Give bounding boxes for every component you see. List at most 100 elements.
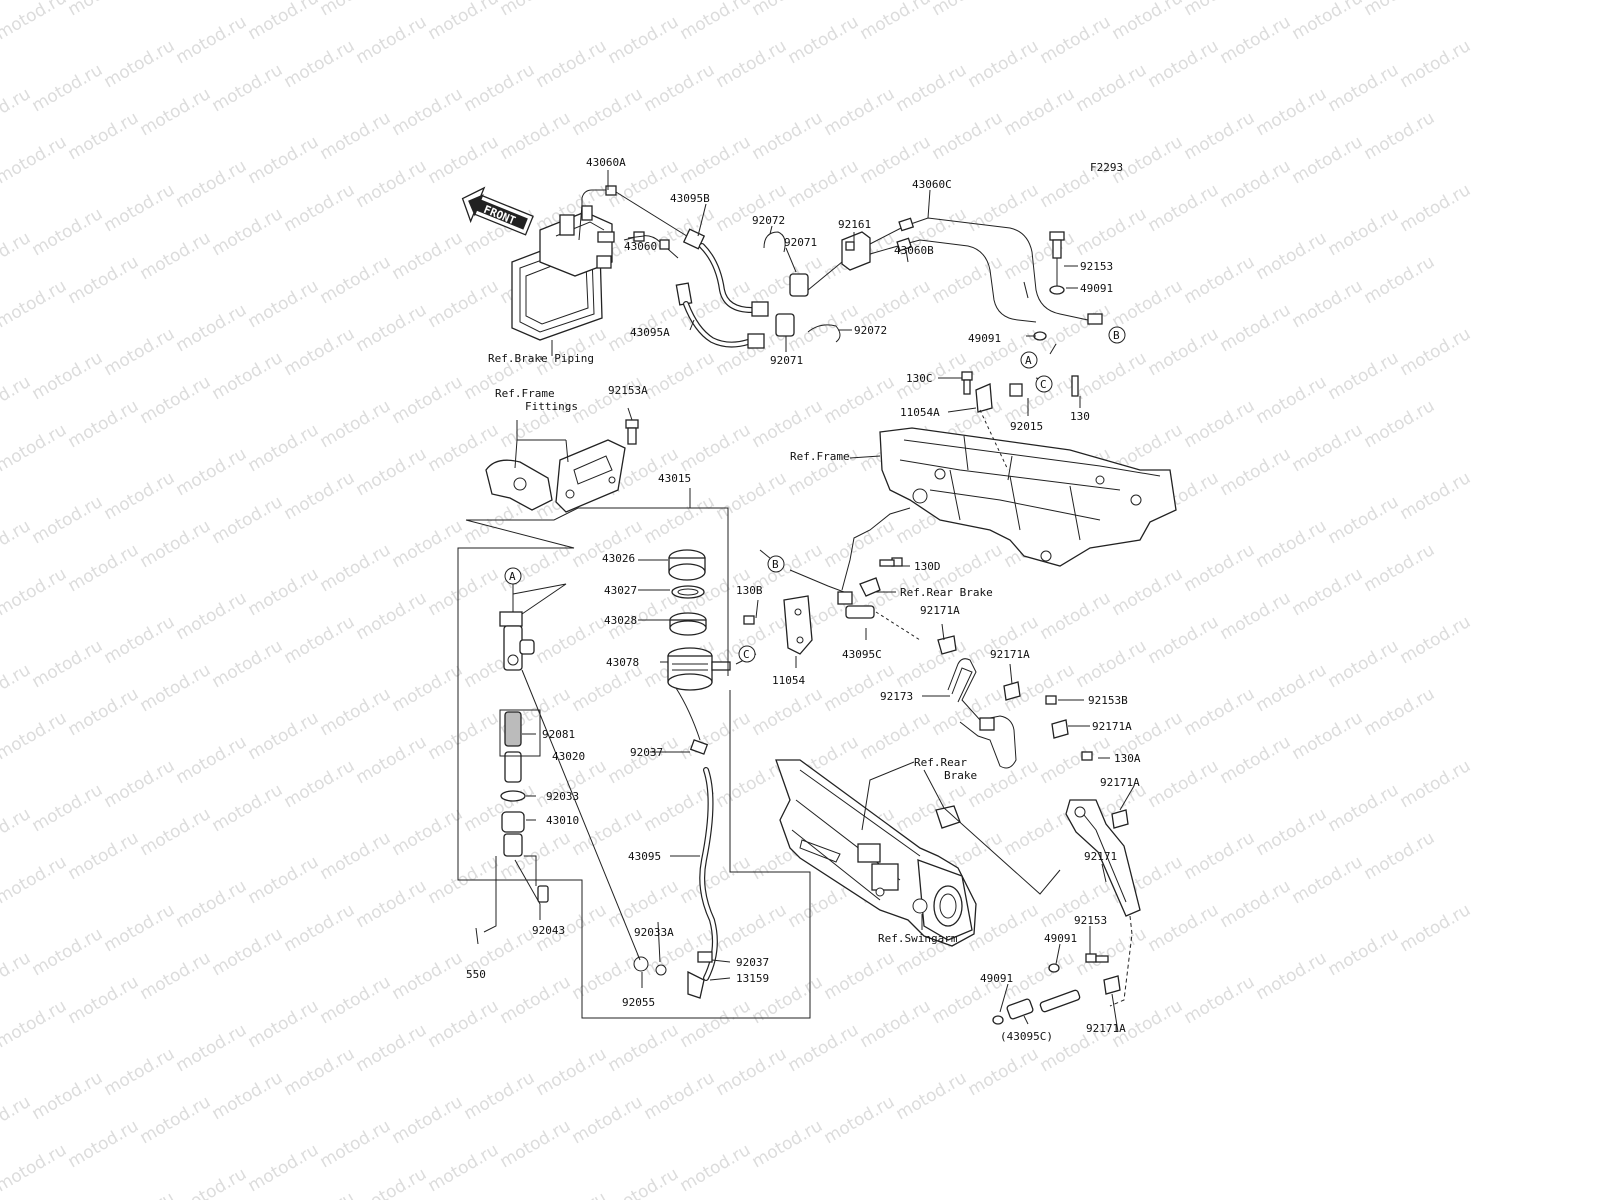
watermark-text: motod.ru	[389, 84, 467, 140]
watermark-text: motod.ru	[1289, 132, 1367, 188]
part-92153A: 92153A	[608, 384, 648, 397]
watermark-text: motod.ru	[1253, 948, 1331, 1004]
watermark-text: motod.ru	[0, 372, 34, 428]
watermark-text: motod.ru	[353, 444, 431, 500]
watermark-text: motod.ru	[1073, 636, 1151, 692]
watermark-text: motod.ru	[1361, 0, 1439, 20]
part-49091-c: 49091	[1044, 932, 1077, 945]
watermark-text: motod.ru	[101, 468, 179, 524]
watermark-text: motod.ru	[749, 0, 827, 20]
ref-rear-brake-2b: Brake	[944, 769, 977, 782]
watermark-text: motod.ru	[1109, 276, 1187, 332]
watermark-text: motod.ru	[137, 84, 215, 140]
watermark-text: motod.ru	[821, 1092, 899, 1148]
part-92153-c: 92153	[1074, 914, 1107, 927]
watermark-text: motod.ru	[353, 156, 431, 212]
watermark-text: motod.ru	[1361, 252, 1439, 308]
ref-rear-brake-2a: Ref.Rear	[914, 756, 967, 769]
watermark-text: motod.ru	[173, 1164, 251, 1200]
watermark-text: motod.ru	[425, 0, 503, 44]
watermark-text: motod.ru	[533, 36, 611, 92]
watermark-text: motod.ru	[173, 300, 251, 356]
watermark-text: motod.ru	[1289, 276, 1367, 332]
watermark-text: motod.ru	[101, 180, 179, 236]
part-43027: 43027	[604, 584, 637, 597]
ref-brake-piping: Ref.Brake Piping	[488, 352, 594, 365]
watermark-text: motod.ru	[677, 996, 755, 1052]
watermark-text: motod.ru	[0, 132, 70, 188]
watermark-text: motod.ru	[0, 708, 70, 764]
clamps	[937, 635, 1129, 829]
watermark-text: motod.ru	[29, 204, 107, 260]
watermark-text: motod.ru	[425, 708, 503, 764]
watermark-text: motod.ru	[713, 900, 791, 956]
watermark-text: motod.ru	[605, 12, 683, 68]
watermark-text: motod.ru	[353, 588, 431, 644]
watermark-text: motod.ru	[425, 276, 503, 332]
watermark-text: motod.ru	[1217, 156, 1295, 212]
part-11054: 11054	[772, 674, 805, 687]
watermark-text: motod.ru	[29, 348, 107, 404]
watermark-text: motod.ru	[605, 1164, 683, 1200]
watermark-text: motod.ru	[1181, 396, 1259, 452]
watermark-text: motod.ru	[677, 132, 755, 188]
ref-swingarm: Ref.Swingarm	[878, 932, 958, 945]
watermark-text: motod.ru	[1325, 60, 1403, 116]
watermark-text: motod.ru	[101, 1188, 179, 1200]
watermark-text: motod.ru	[0, 660, 34, 716]
part-43015: 43015	[658, 472, 691, 485]
part-43095A: 43095A	[630, 326, 670, 339]
marker-b-top	[1108, 326, 1126, 344]
part-92071-a: 92071	[784, 236, 817, 249]
watermark-text: motod.ru	[1289, 420, 1367, 476]
watermark-text: motod.ru	[389, 516, 467, 572]
watermark-text: motod.ru	[1361, 684, 1439, 740]
part-92171A-5: 92171A	[1086, 1022, 1126, 1035]
watermark-text: motod.ru	[101, 612, 179, 668]
watermark-text: motod.ru	[533, 756, 611, 812]
watermark-text: motod.ru	[245, 1140, 323, 1196]
watermark-text: motod.ru	[1397, 36, 1475, 92]
marker-a-cyl	[504, 567, 522, 585]
watermark-text: motod.ru	[29, 1068, 107, 1124]
marker-c-res	[738, 645, 756, 663]
watermark-text: motod.ru	[569, 1092, 647, 1148]
watermark-text: motod.ru	[281, 324, 359, 380]
watermark-text: motod.ru	[1325, 780, 1403, 836]
part-92015: 92015	[1010, 420, 1043, 433]
watermark-text: motod.ru	[677, 708, 755, 764]
watermark-text: motod.ru	[677, 1140, 755, 1196]
part-130B: 130B	[736, 584, 763, 597]
part-92072-a: 92072	[752, 214, 785, 227]
watermark-text: motod.ru	[1325, 924, 1403, 980]
part-49091-d: 49091	[980, 972, 1013, 985]
part-49091-a: 49091	[1080, 282, 1113, 295]
watermark-text: motod.ru	[389, 1092, 467, 1148]
watermark-text: motod.ru	[1181, 0, 1259, 20]
watermark-text: motod.ru	[605, 1020, 683, 1076]
part-92055: 92055	[622, 996, 655, 1009]
watermark-text: motod.ru	[749, 396, 827, 452]
watermark-text: motod.ru	[1145, 324, 1223, 380]
watermark-text: motod.ru	[0, 516, 34, 572]
part-43095C-paren: (43095C)	[1000, 1030, 1053, 1043]
watermark-text: motod.ru	[1001, 228, 1079, 284]
watermark-text: motod.ru	[281, 756, 359, 812]
part-92072-b: 92072	[854, 324, 887, 337]
watermark-text: motod.ru	[173, 876, 251, 932]
watermark-text: motod.ru	[749, 684, 827, 740]
part-43028: 43028	[604, 614, 637, 627]
watermark-text: motod.ru	[1073, 924, 1151, 980]
watermark-text: motod.ru	[65, 396, 143, 452]
watermark-text: motod.ru	[497, 108, 575, 164]
watermark-text: motod.ru	[389, 948, 467, 1004]
part-92153: 92153	[1080, 260, 1113, 273]
watermark-text: motod.ru	[677, 0, 755, 44]
watermark-text: motod.ru	[1325, 348, 1403, 404]
watermark-text: motod.ru	[533, 1044, 611, 1100]
part-130C: 130C	[906, 372, 933, 385]
watermark-text: motod.ru	[0, 996, 70, 1052]
watermark-text: motod.ru	[0, 0, 70, 44]
watermark-text: motod.ru	[353, 1020, 431, 1076]
